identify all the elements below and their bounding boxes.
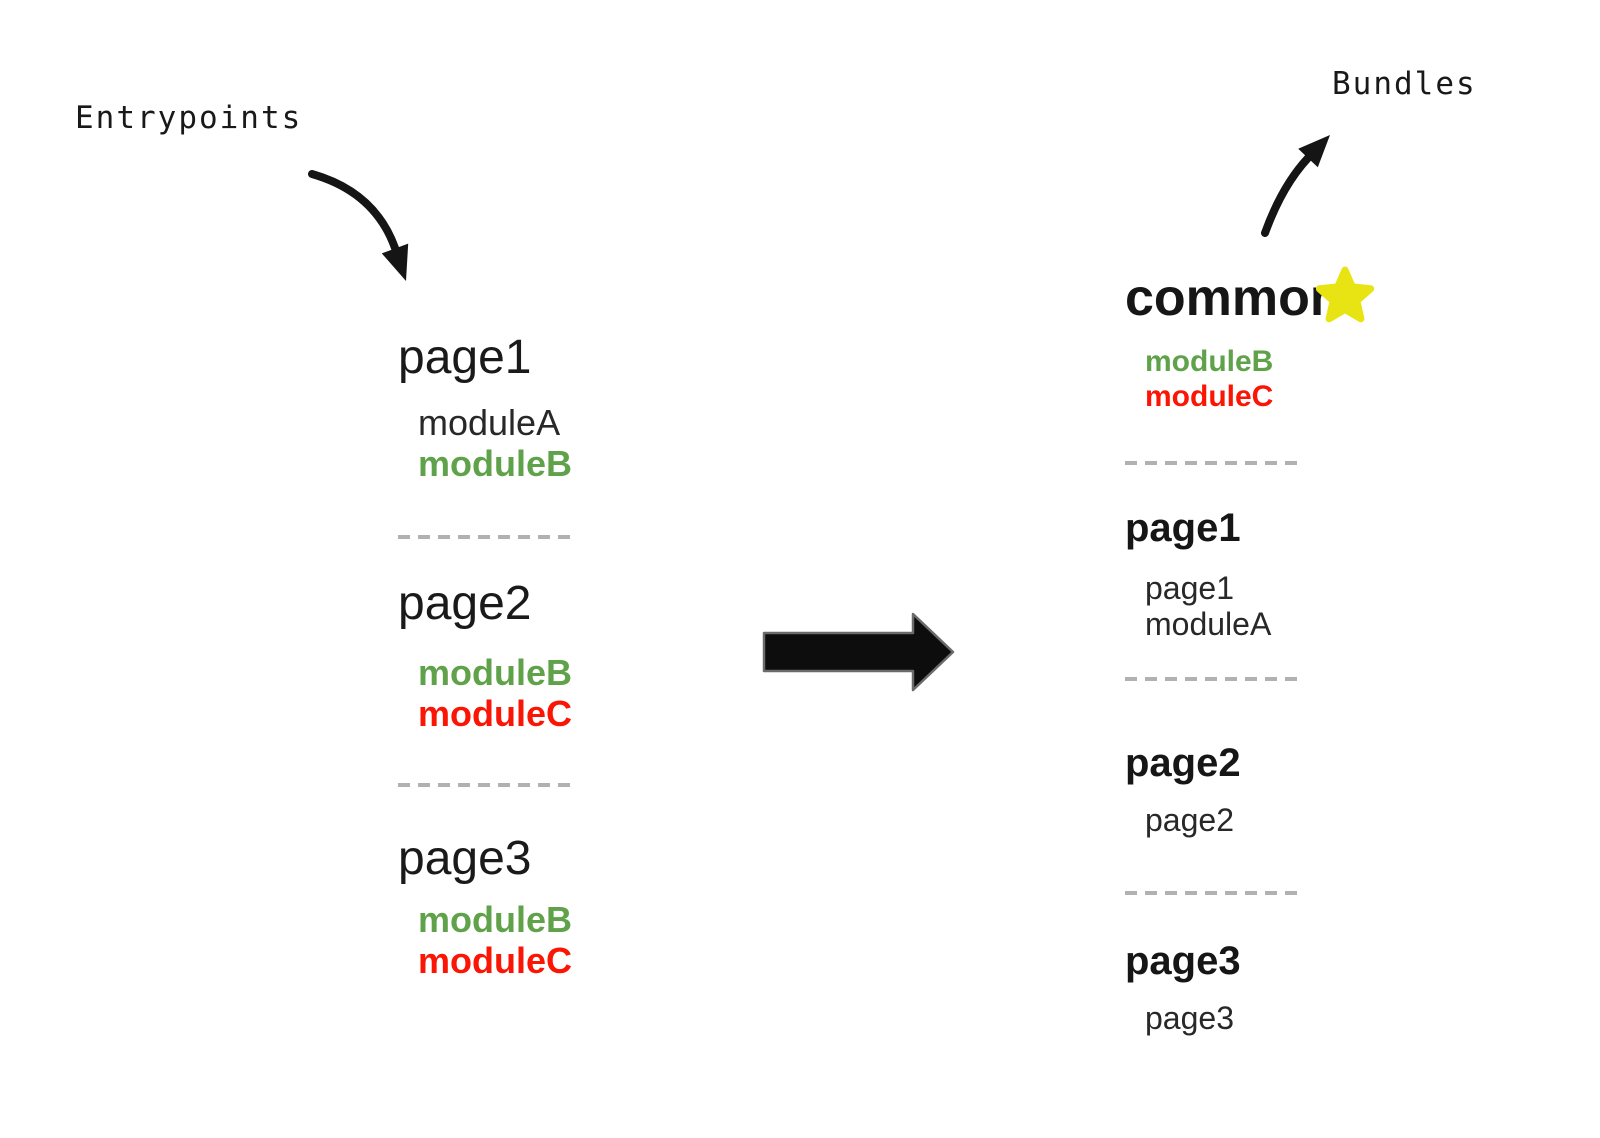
module-label: moduleB bbox=[418, 899, 573, 940]
module-label: page3 bbox=[1145, 1000, 1234, 1036]
section-divider bbox=[1125, 461, 1303, 465]
bundle-page2-modules: page2 bbox=[1145, 802, 1234, 838]
module-label: moduleB bbox=[418, 443, 573, 484]
section-divider bbox=[1125, 891, 1303, 895]
section-divider bbox=[1125, 677, 1303, 681]
module-label: moduleC bbox=[1145, 380, 1274, 413]
bundles-label: Bundles bbox=[1332, 66, 1477, 102]
module-label: moduleA bbox=[418, 402, 561, 443]
module-label: moduleB bbox=[1145, 345, 1274, 378]
star-icon bbox=[1316, 266, 1375, 323]
bundle-page1-modules: page1 moduleA bbox=[1145, 570, 1271, 642]
module-label: page1 bbox=[1145, 570, 1234, 606]
right-arrow-icon bbox=[762, 612, 955, 692]
entrypoints-arrow-icon bbox=[308, 170, 409, 281]
section-divider bbox=[398, 535, 578, 539]
bundle-common-modules: moduleB moduleC bbox=[1145, 344, 1273, 414]
entrypoints-label: Entrypoints bbox=[75, 100, 303, 136]
bundle-page3-modules: page3 bbox=[1145, 1000, 1234, 1036]
section-divider bbox=[398, 783, 578, 787]
module-label: moduleA bbox=[1145, 606, 1272, 642]
module-label: moduleB bbox=[418, 652, 573, 693]
entrypoint-page3-modules: moduleB moduleC bbox=[418, 899, 572, 981]
entrypoint-page1-title: page1 bbox=[398, 331, 532, 384]
bundle-page3-title: page3 bbox=[1125, 939, 1241, 983]
entrypoint-page2-title: page2 bbox=[398, 577, 532, 630]
entrypoint-page2-modules: moduleB moduleC bbox=[418, 652, 572, 734]
bundle-page2-title: page2 bbox=[1125, 741, 1241, 785]
module-label: moduleC bbox=[418, 693, 573, 734]
module-label: page2 bbox=[1145, 802, 1234, 838]
entrypoint-page3-title: page3 bbox=[398, 832, 532, 885]
bundle-page1-title: page1 bbox=[1125, 506, 1241, 550]
entrypoint-page1-modules: moduleA moduleB bbox=[418, 402, 572, 484]
module-label: moduleC bbox=[418, 940, 573, 981]
bundle-common-title: common bbox=[1125, 269, 1342, 327]
bundles-arrow-icon bbox=[1261, 135, 1330, 237]
